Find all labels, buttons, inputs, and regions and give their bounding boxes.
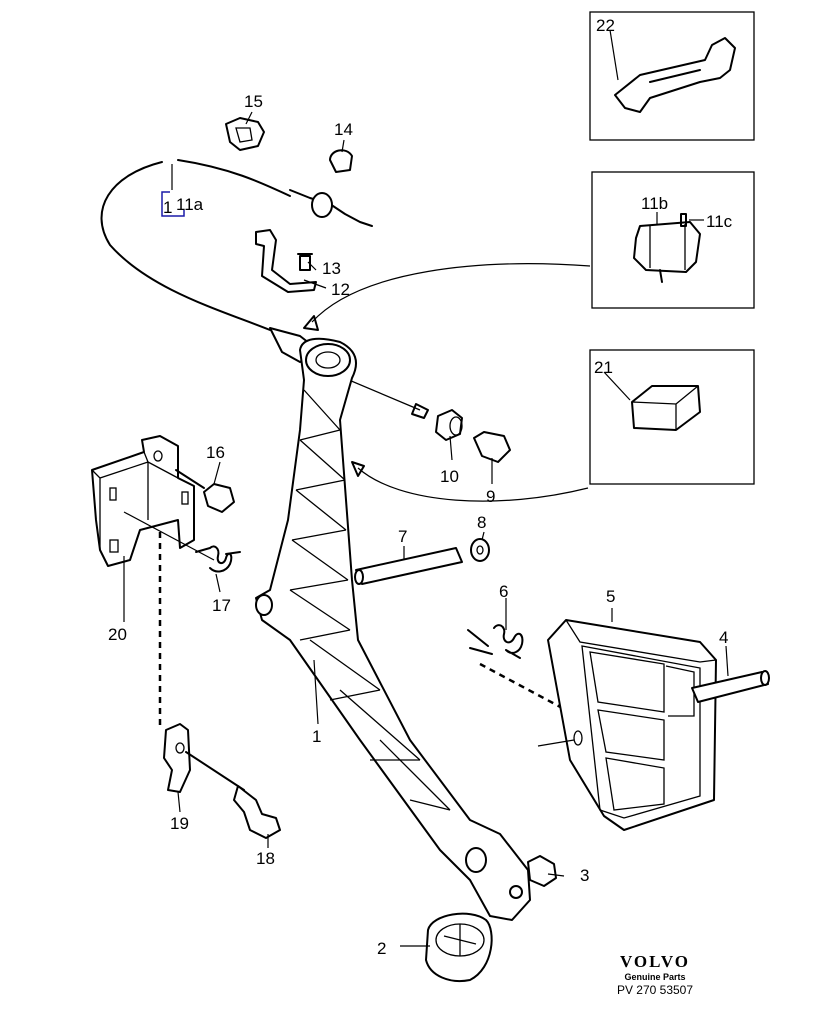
spring-part-6 [467,624,567,712]
callout-17: 17 [212,596,231,615]
clip-part-15 [225,117,265,151]
callout-15: 15 [244,92,263,111]
pedal-pad-part-5 [537,619,717,831]
callout-2: 2 [377,939,386,958]
pin-part-4 [691,670,770,703]
bolt-part-18 [185,751,281,839]
screw-part-13 [297,253,313,271]
callout-11b: 11b [641,194,668,213]
callout-12: 12 [331,280,350,299]
callout-20: 20 [108,625,127,644]
bracket-part-12 [255,229,317,293]
inset-box-21 [589,349,755,485]
callout-11c: 11c [706,212,733,231]
callout-19: 19 [170,814,189,833]
bracket-part-22 [614,37,736,113]
spring-part-17 [195,545,241,573]
brand-name: VOLVO [619,952,691,971]
cap-part-21 [631,385,701,431]
callout-3: 3 [580,866,589,885]
inset-box-11b-11c [591,171,755,309]
callout-18: 18 [256,849,275,868]
callout-5: 5 [606,587,615,606]
pedal-rubber-part-2 [425,912,493,982]
cable-part-11a [100,161,271,331]
inset-box-22 [589,11,755,141]
callout-21: 21 [594,358,613,377]
volvo-brand-mark: VOLVO Genuine Parts PV 270 53507 [605,952,705,997]
bracket-part-20 [91,435,215,567]
callout-7: 7 [398,527,407,546]
bushing-part-10 [435,409,463,441]
callout-11a-bracket [161,191,185,217]
callout-14: 14 [334,120,353,139]
washer-part-8 [470,538,490,562]
bushing-part-3 [527,855,557,887]
callout-13: 13 [322,259,341,278]
callout-6: 6 [499,582,508,601]
bushing-part-11b [633,221,701,273]
screw-part-9 [473,431,511,463]
clip-part-19 [163,723,191,793]
brand-tagline: Genuine Parts [624,972,686,982]
callout-11a: 11a [176,195,204,214]
callout-10: 10 [440,467,459,486]
clip-part-14 [329,149,353,173]
callout-22: 22 [596,16,615,35]
arrow-from-inset-21 [357,467,589,502]
callout-16: 16 [206,443,225,462]
callout-4: 4 [719,628,728,647]
callout-9: 9 [486,487,495,506]
pedal-arm-part-1 [255,337,531,921]
callout-8: 8 [477,513,486,532]
pin-part-7 [354,547,463,585]
diagram-code: PV 270 53507 [616,983,694,997]
screw-part-11c [680,213,687,227]
leader-lines [123,29,729,947]
callout-11a-prefix: 1 [163,198,172,217]
arrow-from-inset-11 [311,263,591,323]
callout-1: 1 [312,727,321,746]
